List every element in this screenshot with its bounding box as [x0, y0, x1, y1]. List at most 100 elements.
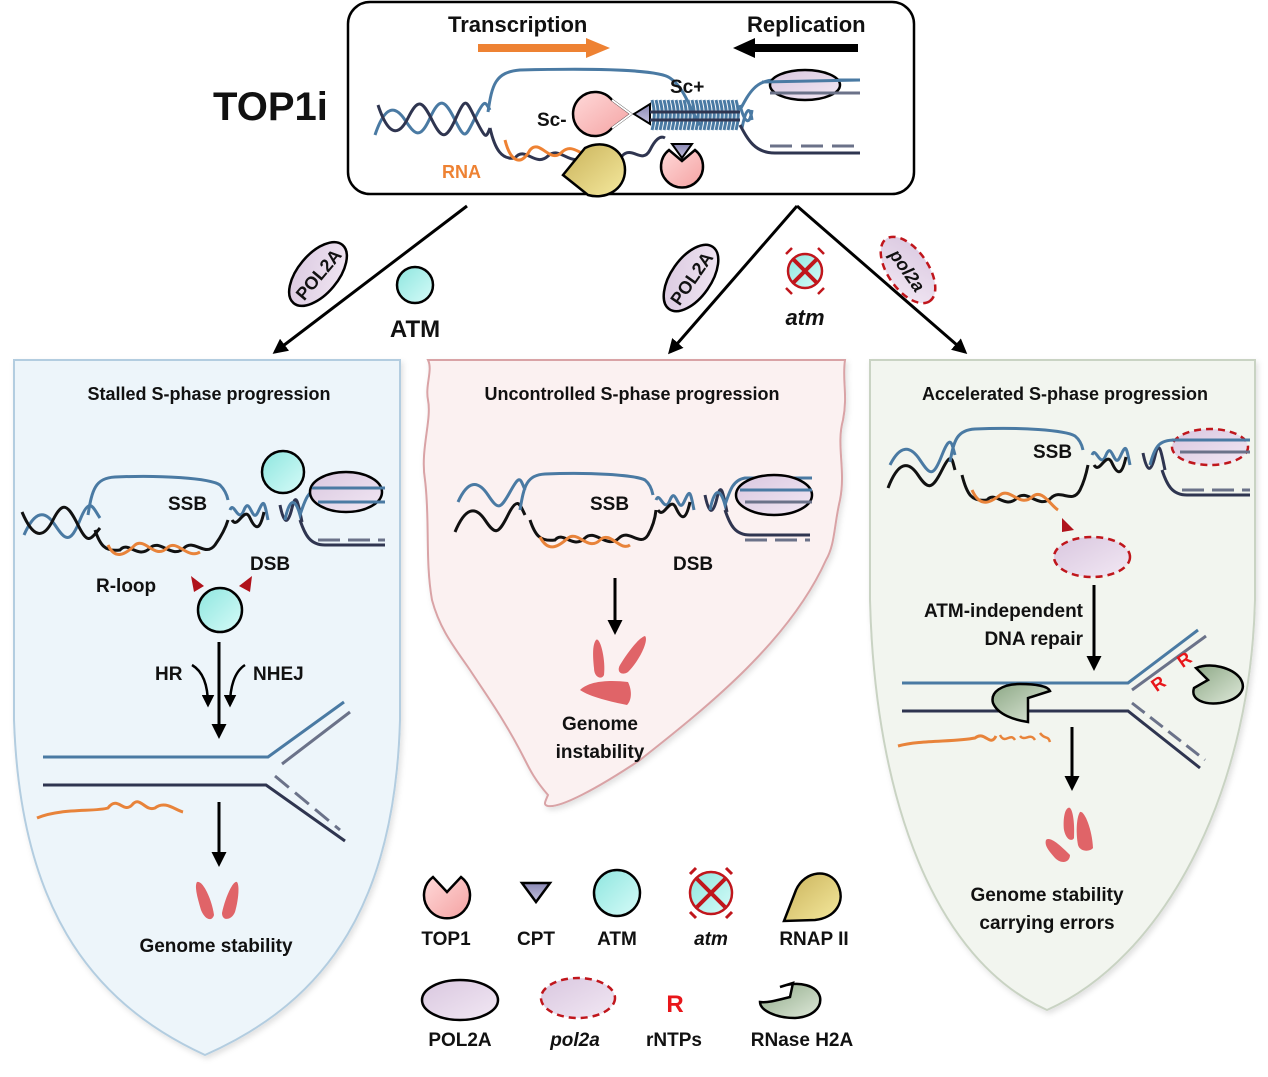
legend-item-pol2a-mutant: pol2a: [539, 976, 617, 1051]
pol2a-ellipse-top: [768, 68, 842, 102]
top1-pacman-icon: [422, 875, 472, 920]
branch-middle: POL2A atm: [662, 243, 825, 330]
transcription-label: Transcription: [448, 12, 587, 37]
pol2a-mutant-icon: [539, 976, 617, 1020]
top-panel: TOP1i Transcription Replication RNA Sc- …: [213, 0, 916, 198]
cpt-triangle-icon: [519, 881, 553, 905]
top1-pacman-sc-minus: [571, 90, 634, 138]
chromosome-icon-stable: [195, 881, 239, 920]
panel-uncontrolled-shape: [422, 359, 847, 808]
branch-right: pol2a: [879, 235, 937, 305]
legend-item-top1: TOP1: [421, 875, 472, 950]
branch-arrows: [272, 204, 968, 355]
atm-circle-stalled-top: [260, 449, 306, 495]
panel-uncontrolled: Uncontrolled S-phase progression SSB DSB…: [422, 359, 847, 808]
fork-top-strand-over: [761, 78, 861, 84]
atm-circle-icon: [592, 868, 642, 918]
panel-accelerated-title: Accelerated S-phase progression: [922, 384, 1208, 404]
top1-pacman-sc-plus: [659, 148, 705, 189]
legend-label-atm: ATM: [597, 929, 637, 950]
legend-item-rntp: R rNTPs: [646, 991, 702, 1051]
chromosome-icon-broken: [580, 636, 646, 705]
stalled-rloop-label: R-loop: [96, 576, 156, 597]
atm-label-left: ATM: [390, 316, 440, 343]
rnase-h2a-on-template: [991, 682, 1052, 724]
top-bubble-strand: [486, 67, 702, 126]
sc-plus-label: Sc+: [670, 77, 704, 98]
accelerated-dna: [886, 426, 1250, 512]
arrow-to-stalled: [272, 204, 468, 354]
legend-item-atm-mutant: atm: [688, 866, 734, 950]
title-top1i: TOP1i: [213, 85, 328, 129]
accelerated-repair-line1: ATM-independent: [924, 601, 1084, 622]
supercoil-turns: [650, 99, 740, 131]
accelerated-ssb-label: SSB: [1033, 442, 1072, 463]
stalled-ssb-label: SSB: [168, 494, 207, 515]
stalled-outcome-label: Genome stability: [139, 936, 293, 957]
supercoil-region: [650, 99, 754, 131]
cpt-triangle-sc-plus: [670, 143, 694, 160]
hr-curved-arrow: [191, 663, 215, 708]
legend-label-atm-mutant: atm: [694, 929, 728, 950]
red-pointer-rloop: [191, 576, 204, 592]
arrow-to-accelerated: [796, 204, 968, 354]
legend-item-rnap2: RNAP II: [779, 872, 849, 950]
legend-item-pol2a: POL2A: [420, 978, 500, 1051]
rnase-h2a-on-fork: [1192, 664, 1245, 705]
rna-label: RNA: [442, 162, 481, 182]
legend-item-rnase-h2a: RNase H2A: [751, 981, 854, 1051]
legend-label-rnase-h2a: RNase H2A: [751, 1030, 854, 1051]
stalled-nhej-label: NHEJ: [253, 664, 304, 685]
pol2a-ellipse-icon: [420, 978, 500, 1022]
red-pointer-accelerated: [1062, 518, 1074, 532]
rntp-r-icon: R: [666, 991, 683, 1018]
chromosome-icon-errors: [1045, 807, 1093, 862]
replication-arrowhead: [733, 38, 755, 58]
branch-left: POL2A ATM: [287, 240, 440, 343]
pol2a-ellipse-left: [287, 240, 349, 308]
uncontrolled-dsb-label: DSB: [673, 554, 713, 575]
accelerated-repair-line2: DNA repair: [984, 629, 1083, 650]
legend-label-top1: TOP1: [421, 929, 471, 950]
pol2a-ellipse-stalled: [308, 470, 384, 514]
pol2a-mutant-ellipse-repair: [1052, 535, 1132, 579]
accelerated-outcome-line1: Genome stability: [970, 885, 1124, 906]
uncontrolled-dna: [453, 471, 812, 549]
panel-accelerated: Accelerated S-phase progression SSB ATM-…: [869, 359, 1256, 1012]
stalled-dna: [20, 474, 385, 556]
red-pointer-dsb: [239, 576, 252, 592]
legend-label-rnap2: RNAP II: [779, 929, 848, 950]
legend-item-atm: ATM: [592, 868, 642, 950]
sc-minus-label: Sc-: [537, 110, 567, 131]
rnap2-drop-icon: [782, 872, 842, 923]
stalled-fork-strands: [312, 486, 385, 504]
panel-uncontrolled-title: Uncontrolled S-phase progression: [484, 384, 779, 404]
pol2a-ellipse-middle: [662, 243, 720, 313]
atm-circle-stalled-repair: [196, 586, 244, 634]
legend: TOP1 CPT ATM atm RNAP II POL2A: [420, 866, 854, 1051]
replication-label: Replication: [747, 12, 866, 37]
legend-label-pol2a: POL2A: [428, 1030, 492, 1051]
cpt-triangle-sc-minus: [632, 102, 651, 126]
legend-item-cpt: CPT: [517, 881, 555, 950]
rnase-h2a-icon: [758, 981, 822, 1020]
legend-label-cpt: CPT: [517, 929, 555, 950]
atm-mutant-label-middle: atm: [785, 305, 824, 330]
atm-mutant-icon-middle: [785, 247, 825, 295]
arrow-to-uncontrolled: [668, 205, 799, 355]
atm-mutant-icon: [688, 866, 734, 920]
accelerated-outcome-line2: carrying errors: [979, 913, 1114, 934]
legend-label-pol2a-mutant: pol2a: [549, 1030, 600, 1051]
cpt-notch-outline: [611, 99, 633, 129]
atm-circle-left: [395, 265, 435, 305]
transcription-arrowhead: [586, 38, 610, 58]
accelerated-repaired-dna: [897, 628, 1207, 770]
nhej-curved-arrow: [223, 663, 246, 708]
pol2a-ellipse-uncontrolled: [734, 473, 814, 517]
uncontrolled-outcome-line1: Genome: [562, 714, 638, 735]
supercoil-axis: [650, 110, 740, 122]
pol2a-mutant-ellipse-right: [879, 235, 937, 305]
legend-label-rntp: rNTPs: [646, 1030, 702, 1051]
fork-bottom-strand: [738, 124, 860, 155]
